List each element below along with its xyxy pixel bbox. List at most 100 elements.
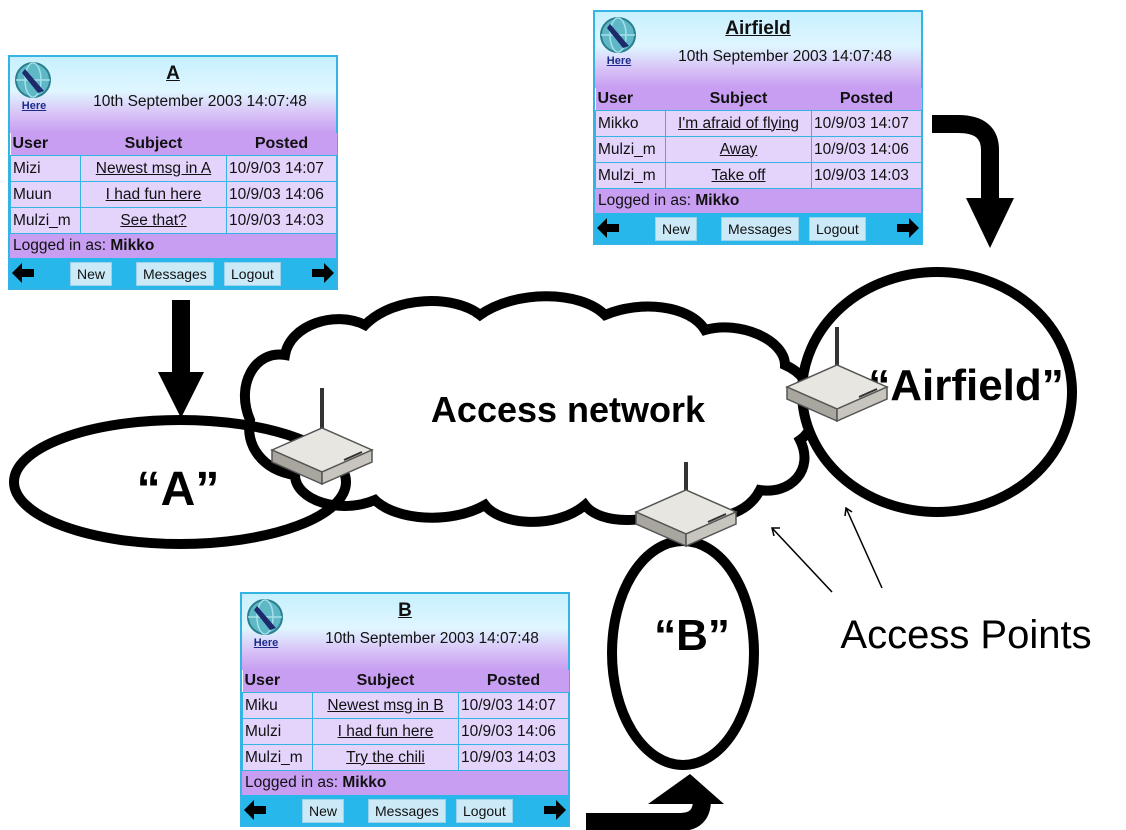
messages-button[interactable]: Messages [721,217,799,241]
toolbar: New Messages Logout [10,258,336,288]
new-button[interactable]: New [70,262,113,286]
column-header-posted: Posted [811,88,922,111]
panel-date: 10th September 2003 14:07:48 [325,630,539,647]
table-row: Mikko I'm afraid of flying 10/9/03 14:07 [595,110,922,137]
new-button[interactable]: New [655,217,698,241]
panel-header: Here B 10th September 2003 14:07:48 [242,594,568,670]
column-header-subject: Subject [665,88,812,111]
login-status: Logged in as: Mikko [242,771,568,795]
wifi-router-icon [635,462,737,547]
cell-posted: 10/9/03 14:06 [458,718,569,745]
arrow-left-icon[interactable] [12,263,34,283]
message-subject-link[interactable]: See that? [80,207,227,234]
message-subject-link[interactable]: I'm afraid of flying [665,110,812,137]
access-point-pointer [771,527,833,593]
login-status: Logged in as: Mikko [10,234,336,258]
cell-user: Mizi [10,155,81,182]
arrow-right-icon[interactable] [897,218,919,238]
column-header-subject: Subject [312,670,459,693]
logout-button[interactable]: Logout [224,262,281,286]
here-link[interactable]: Here [21,100,47,112]
panel-header: Here A 10th September 2003 14:07:48 [10,57,336,133]
globe-compass-icon [15,62,51,98]
message-subject-link[interactable]: Newest msg in A [80,155,227,182]
message-table: User Subject Posted Mikko I'm afraid of … [595,88,922,189]
access-network-cloud [240,291,820,527]
panel-title: B [398,600,412,621]
arrow-right-icon[interactable] [312,263,334,283]
message-subject-link[interactable]: I had fun here [80,181,227,208]
cell-posted: 10/9/03 14:07 [811,110,922,137]
new-button[interactable]: New [302,799,345,823]
arrow-panel-a-to-cell [158,300,204,418]
cell-user: Mulzi_m [595,162,666,189]
panel-title: Airfield [725,18,791,39]
table-row: Miku Newest msg in B 10/9/03 14:07 [242,692,569,719]
message-board-panel-b: Here B 10th September 2003 14:07:48 User… [240,592,570,827]
arrow-left-icon[interactable] [597,218,619,238]
cell-user: Miku [242,692,313,719]
message-subject-link[interactable]: Newest msg in B [312,692,459,719]
logo[interactable]: Here [599,16,639,76]
cell-a-ellipse [9,415,351,549]
table-row: Mizi Newest msg in A 10/9/03 14:07 [10,155,337,182]
table-row: Mulzi_m Take off 10/9/03 14:03 [595,162,922,189]
table-row: Mulzi_m See that? 10/9/03 14:03 [10,207,337,234]
cell-posted: 10/9/03 14:07 [458,692,569,719]
cell-posted: 10/9/03 14:06 [226,181,337,208]
login-username: Mikko [342,774,387,791]
wifi-router-icon [271,388,373,485]
messages-button[interactable]: Messages [368,799,446,823]
login-status-prefix: Logged in as: [245,774,339,791]
access-point-pointer [845,507,883,589]
cell-user: Mulzi_m [242,744,313,771]
cell-posted: 10/9/03 14:03 [811,162,922,189]
logo[interactable]: Here [246,598,286,658]
cell-b-label: “B” [654,611,730,660]
messages-button[interactable]: Messages [136,262,214,286]
access-points-label: Access Points [840,613,1091,657]
here-link[interactable]: Here [606,55,632,67]
wifi-router-icon [786,327,888,422]
message-table: User Subject Posted Miku Newest msg in B… [242,670,569,771]
table-row: Mulzi_m Try the chili 10/9/03 14:03 [242,744,569,771]
message-subject-link[interactable]: Try the chili [312,744,459,771]
column-header-user: User [242,670,313,693]
toolbar: New Messages Logout [595,213,921,243]
column-header-user: User [595,88,666,111]
login-username: Mikko [695,192,740,209]
login-username: Mikko [110,237,155,254]
cell-user: Muun [10,181,81,208]
message-subject-link[interactable]: Away [665,136,812,163]
table-row: Mulzi_m Away 10/9/03 14:06 [595,136,922,163]
panel-title: A [166,63,180,84]
logout-button[interactable]: Logout [456,799,513,823]
column-header-user: User [10,133,81,156]
panel-date: 10th September 2003 14:07:48 [678,48,892,65]
column-header-posted: Posted [226,133,337,156]
arrow-panel-airfield-to-cell [932,115,1014,248]
arrow-left-icon[interactable] [244,800,266,820]
logo[interactable]: Here [14,61,54,121]
arrow-right-icon[interactable] [544,800,566,820]
panel-date: 10th September 2003 14:07:48 [93,93,307,110]
column-header-subject: Subject [80,133,227,156]
message-table: User Subject Posted Mizi Newest msg in A… [10,133,337,234]
message-subject-link[interactable]: Take off [665,162,812,189]
table-row: Mulzi I had fun here 10/9/03 14:06 [242,718,569,745]
cell-posted: 10/9/03 14:03 [226,207,337,234]
toolbar: New Messages Logout [242,795,568,825]
cell-user: Mikko [595,110,666,137]
cell-posted: 10/9/03 14:03 [458,744,569,771]
cell-user: Mulzi_m [595,136,666,163]
cell-posted: 10/9/03 14:06 [811,136,922,163]
message-subject-link[interactable]: I had fun here [312,718,459,745]
cell-user: Mulzi [242,718,313,745]
globe-compass-icon [600,17,636,53]
logout-button[interactable]: Logout [809,217,866,241]
here-link[interactable]: Here [253,637,279,649]
cell-a-label: “A” [137,463,220,516]
column-header-posted: Posted [458,670,569,693]
panel-header: Here Airfield 10th September 2003 14:07:… [595,12,921,88]
